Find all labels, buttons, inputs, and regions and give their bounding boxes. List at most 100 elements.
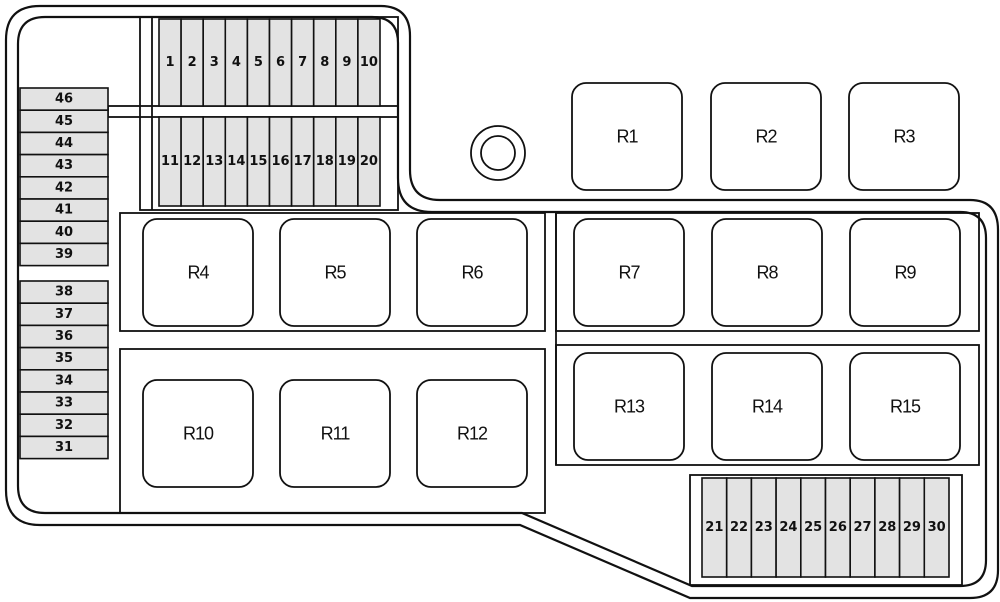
fuse-9[interactable]: 9 [334, 18, 359, 107]
relay-body [279, 379, 391, 488]
relay-r10[interactable]: R10 [142, 379, 254, 488]
fuse-36[interactable]: 36 [19, 324, 109, 349]
relay-r2[interactable]: R2 [710, 82, 822, 191]
fuse-body [19, 242, 109, 267]
fuse-29[interactable]: 29 [898, 477, 926, 578]
fuse-7[interactable]: 7 [290, 18, 315, 107]
fuse-label: 43 [55, 158, 73, 173]
relay-r1[interactable]: R1 [571, 82, 683, 191]
fuse-body [824, 477, 852, 578]
fuse-44[interactable]: 44 [19, 131, 109, 156]
fuse-5[interactable]: 5 [246, 18, 271, 107]
fuse-3[interactable]: 3 [202, 18, 227, 107]
fuse-10[interactable]: 10 [357, 18, 381, 107]
fuse-23[interactable]: 23 [750, 477, 777, 578]
relay-body [573, 218, 685, 327]
fuse-33[interactable]: 33 [19, 391, 109, 416]
relay-label: R11 [321, 424, 351, 444]
relay-r7[interactable]: R7 [573, 218, 685, 327]
relay-r4[interactable]: R4 [142, 218, 254, 327]
relay-body [711, 352, 823, 461]
fuse-41[interactable]: 41 [19, 198, 109, 223]
relay-r3[interactable]: R3 [848, 82, 960, 191]
fuse-38[interactable]: 38 [19, 280, 109, 305]
relay-r13[interactable]: R13 [573, 352, 685, 461]
fuse-37[interactable]: 37 [19, 302, 109, 327]
fuse-label: 34 [55, 373, 73, 388]
relay-label: R7 [618, 263, 640, 283]
fuse-label: 18 [316, 154, 334, 169]
fuse-14[interactable]: 14 [224, 116, 249, 207]
fuse-label: 13 [205, 154, 223, 169]
fuse-35[interactable]: 35 [19, 346, 109, 371]
fuse-22[interactable]: 22 [725, 477, 753, 578]
fuse-34[interactable]: 34 [19, 368, 109, 393]
relay-r8[interactable]: R8 [711, 218, 823, 327]
fuse-8[interactable]: 8 [312, 18, 337, 107]
relay-label: R1 [616, 127, 638, 147]
fuse-45[interactable]: 45 [19, 109, 109, 134]
fuse-label: 6 [276, 55, 285, 70]
fuse-43[interactable]: 43 [19, 153, 109, 178]
relay-r12[interactable]: R12 [416, 379, 528, 488]
fuse-26[interactable]: 26 [824, 477, 852, 578]
circle-bolt-icon [470, 125, 526, 181]
relay-r15[interactable]: R15 [849, 352, 961, 461]
fuse-label: 39 [55, 247, 73, 262]
fuse-39[interactable]: 39 [19, 242, 109, 267]
fuse-25[interactable]: 25 [799, 477, 827, 578]
fuse-label: 26 [829, 520, 847, 535]
fuse-body [357, 18, 381, 107]
relay-r11[interactable]: R11 [279, 379, 391, 488]
fuse-17[interactable]: 17 [290, 116, 315, 207]
fuse-label: 3 [210, 55, 219, 70]
relay-label: R8 [756, 263, 778, 283]
fuse-label: 35 [55, 351, 73, 366]
fuse-32[interactable]: 32 [19, 413, 109, 438]
relay-label: R10 [183, 424, 214, 444]
fuse-42[interactable]: 42 [19, 176, 109, 200]
fuse-label: 25 [804, 520, 822, 535]
fuse-13[interactable]: 13 [202, 116, 227, 207]
relay-r9[interactable]: R9 [849, 218, 961, 327]
fuse-label: 11 [161, 154, 179, 169]
relay-r6[interactable]: R6 [416, 218, 528, 327]
relay-body [711, 218, 823, 327]
fuse-18[interactable]: 18 [312, 116, 337, 207]
fuse-11[interactable]: 11 [158, 116, 182, 207]
relay-r5[interactable]: R5 [279, 218, 391, 327]
fuse-2[interactable]: 2 [180, 18, 205, 107]
fuse-28[interactable]: 28 [874, 477, 901, 578]
bottom-fuse-block-frame [689, 474, 963, 586]
fuse-4[interactable]: 4 [224, 18, 249, 107]
fuse-30[interactable]: 30 [923, 477, 950, 578]
relay-label: R13 [614, 397, 645, 417]
relay-label: R6 [461, 263, 483, 283]
fuse-body [874, 477, 901, 578]
fuse-label: 1 [166, 55, 175, 70]
fuse-1[interactable]: 1 [158, 18, 182, 107]
relay-label: R15 [890, 397, 921, 417]
fuse-27[interactable]: 27 [849, 477, 876, 578]
fuse-46[interactable]: 46 [19, 87, 109, 112]
fuse-24[interactable]: 24 [775, 477, 802, 578]
fuse-body [19, 435, 109, 460]
relay-r14[interactable]: R14 [711, 352, 823, 461]
fuse-21[interactable]: 21 [701, 477, 728, 578]
relay-label: R2 [755, 127, 777, 147]
relay-body [573, 352, 685, 461]
fuse-16[interactable]: 16 [268, 116, 293, 207]
fuse-40[interactable]: 40 [19, 220, 109, 245]
fuse-label: 24 [779, 520, 797, 535]
fuse-19[interactable]: 19 [334, 116, 359, 207]
fuse-label: 5 [254, 55, 263, 70]
fuse-12[interactable]: 12 [180, 116, 205, 207]
fuse-label: 27 [854, 520, 872, 535]
fuse-label: 46 [55, 92, 73, 107]
fuse-15[interactable]: 15 [246, 116, 271, 207]
fuse-31[interactable]: 31 [19, 435, 109, 460]
fuse-20[interactable]: 20 [357, 116, 381, 207]
fuse-body [898, 477, 926, 578]
fuse-6[interactable]: 6 [268, 18, 293, 107]
